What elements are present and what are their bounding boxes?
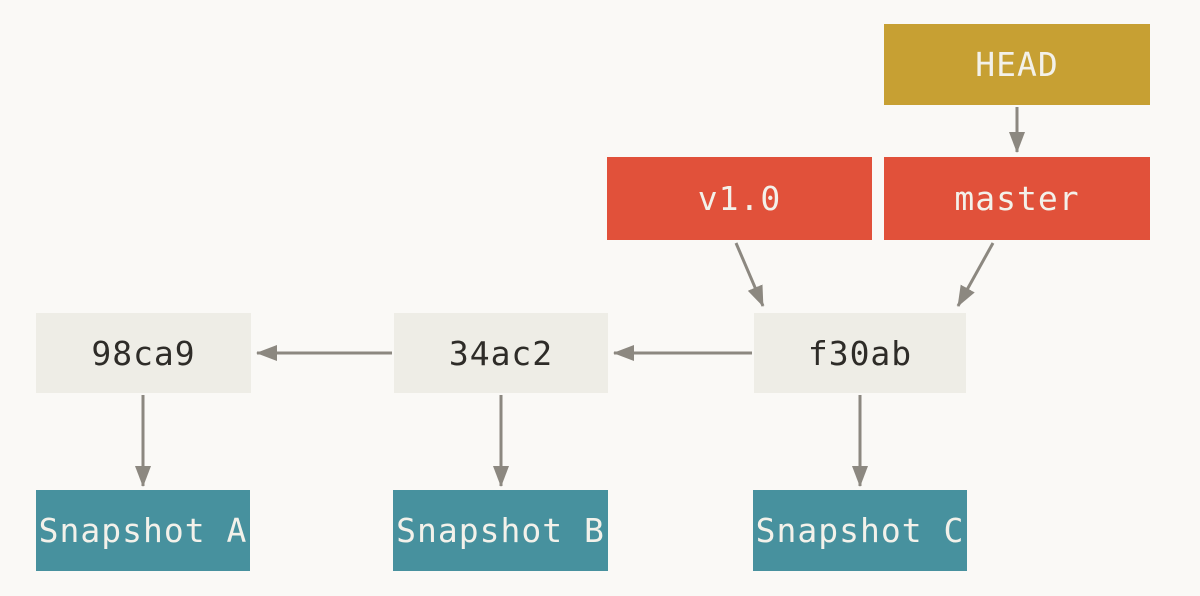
commit-f30ab-box: f30ab: [754, 313, 966, 393]
commit-34ac2-box: 34ac2: [394, 313, 608, 393]
master-branch-box: master: [884, 157, 1150, 240]
snapshot-b-box: Snapshot B: [393, 490, 608, 571]
snapshot-a-box: Snapshot A: [36, 490, 250, 571]
snapshot-c-box: Snapshot C: [753, 490, 967, 571]
tag-v1-0-box: v1.0: [607, 157, 872, 240]
commit-98ca9-box: 98ca9: [36, 313, 251, 393]
arrow-v1-0-to-f30ab: [734, 242, 765, 307]
arrow-master-to-f30ab: [956, 242, 995, 307]
head-ref-box: HEAD: [884, 24, 1150, 105]
